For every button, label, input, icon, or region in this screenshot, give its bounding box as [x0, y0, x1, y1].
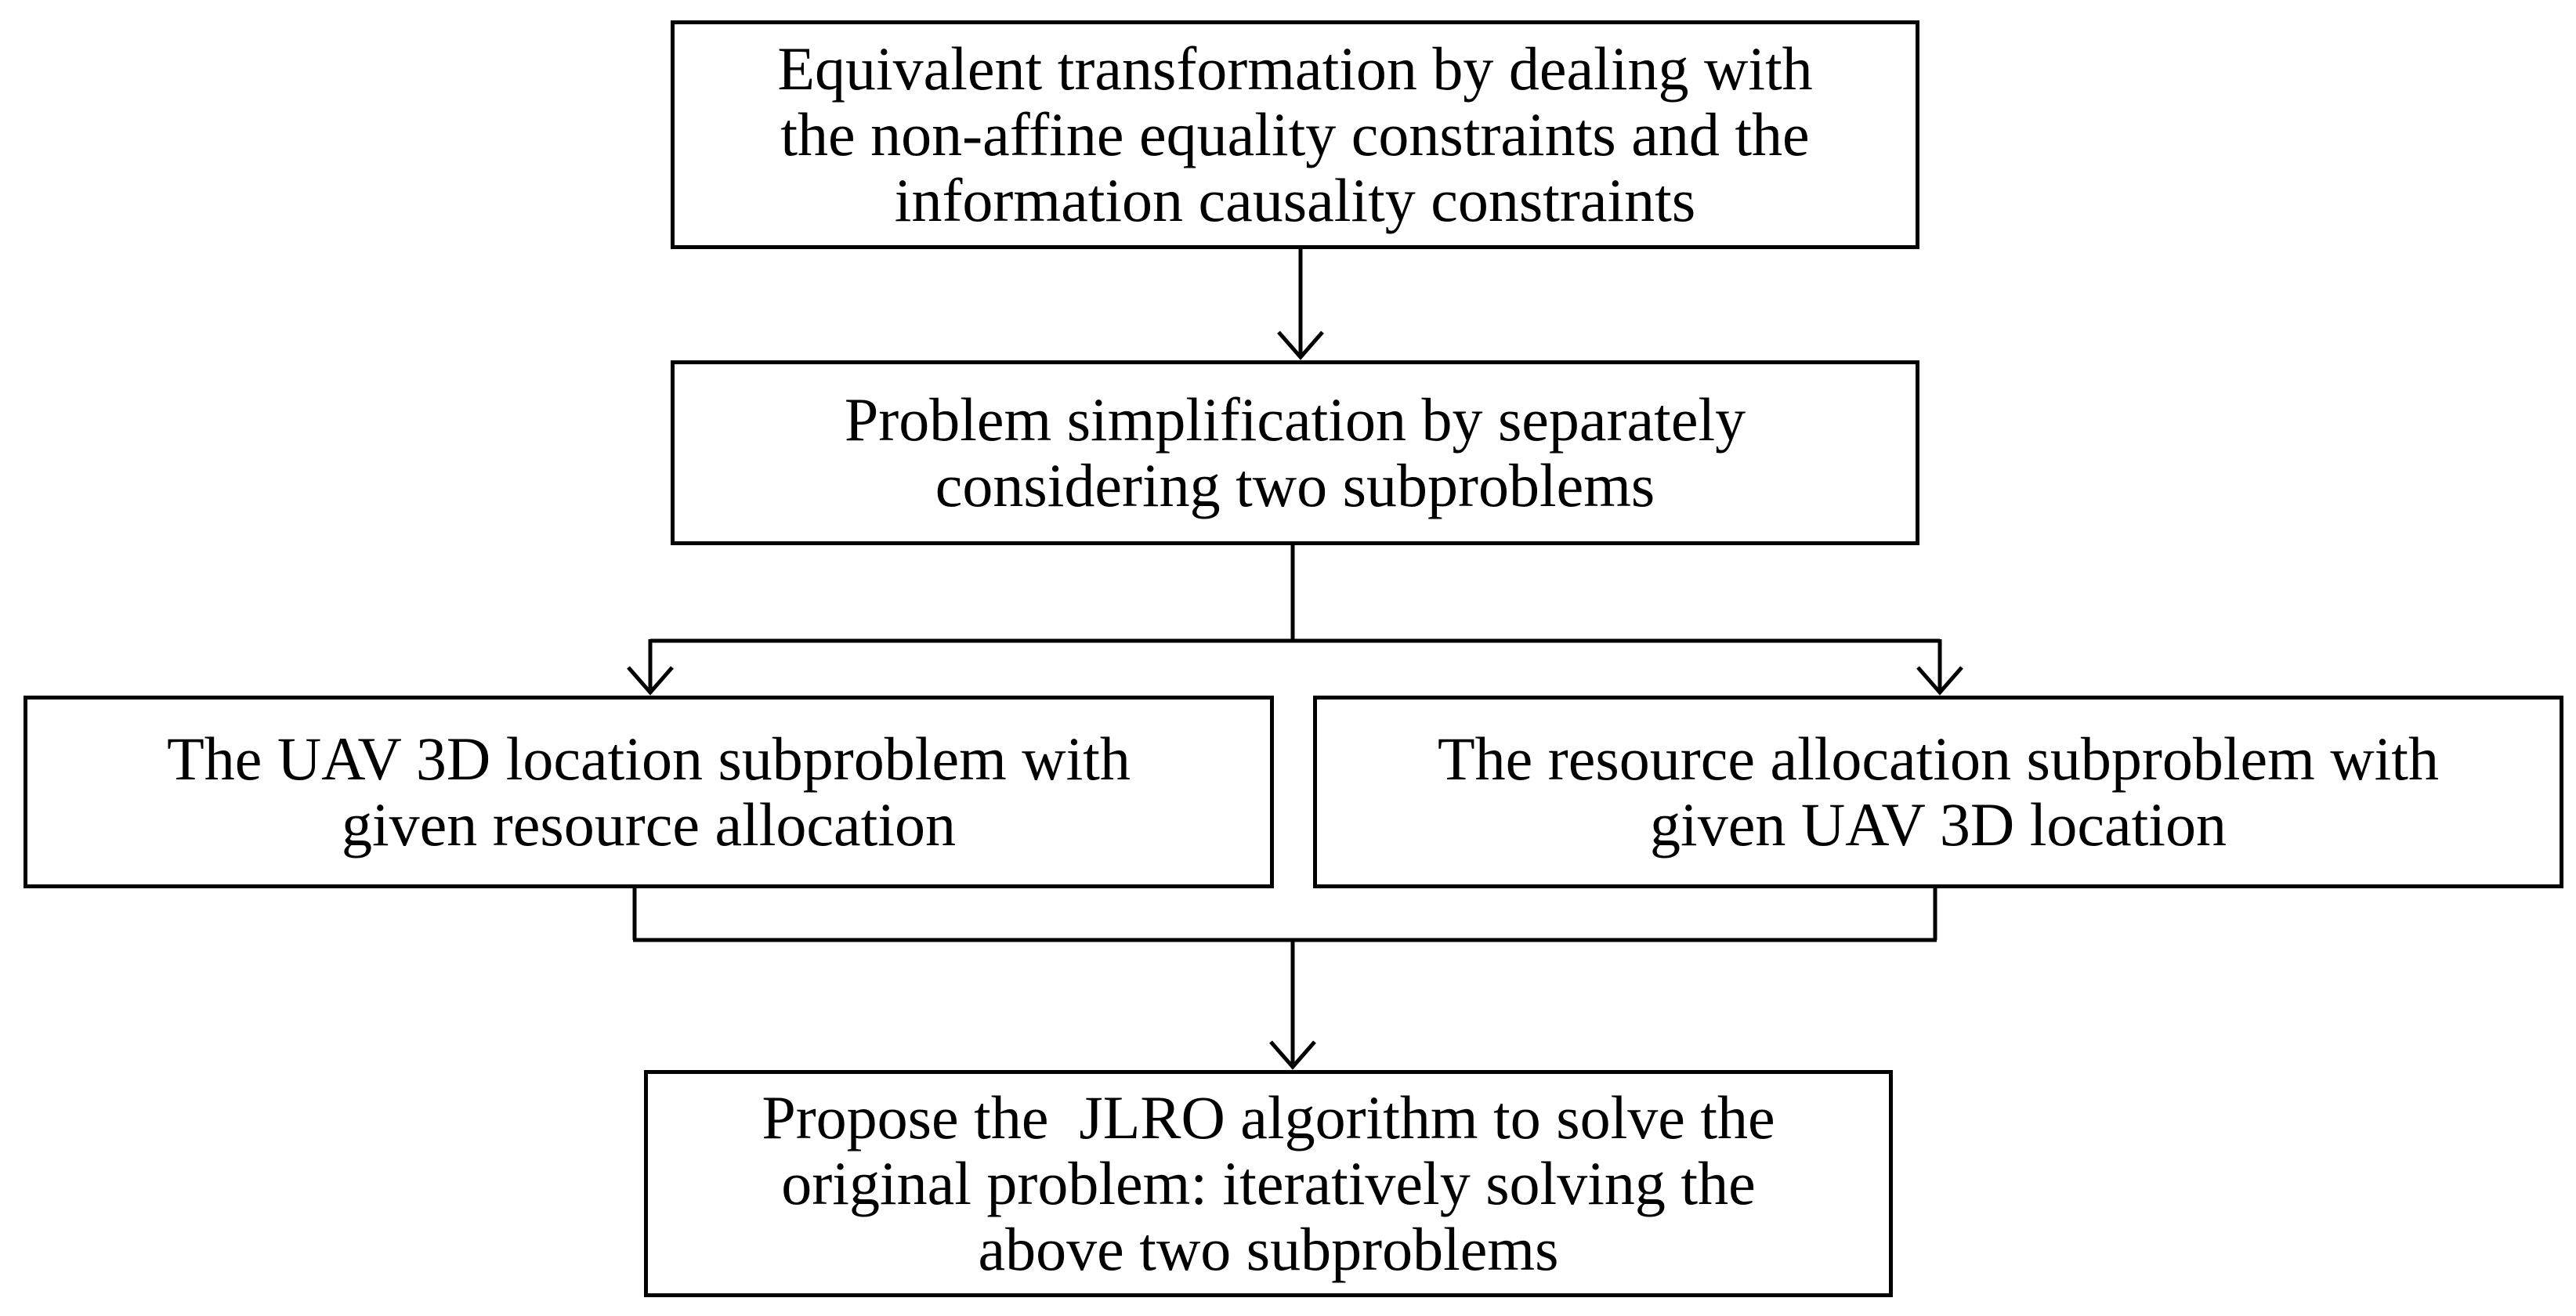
box-text-line: information causality constraints [894, 166, 1696, 234]
arrowhead-simplification-icon [1277, 331, 1324, 360]
box-text-line: Propose the JLRO algorithm to solve the [762, 1083, 1775, 1152]
arrowhead-resource-subproblem-icon [1916, 666, 1963, 696]
box-text-line: original problem: iteratively solving th… [781, 1149, 1756, 1217]
box-text-line: The UAV 3D location subproblem with [167, 725, 1131, 793]
box-jlro-algorithm: Propose the JLRO algorithm to solve the … [644, 1070, 1893, 1297]
box-resource-allocation-subproblem: The resource allocation subproblem with … [1313, 696, 2563, 888]
box-uav-location-subproblem: The UAV 3D location subproblem with give… [24, 696, 1274, 888]
box-text-line: Equivalent transformation by dealing wit… [777, 34, 1813, 103]
box-equivalent-transformation: Equivalent transformation by dealing wit… [671, 20, 1919, 249]
box-text-line: The resource allocation subproblem with [1438, 725, 2439, 793]
box-text-line: above two subproblems [978, 1215, 1559, 1283]
box-text-line: given UAV 3D location [1650, 790, 2227, 859]
box-text-line: Problem simplification by separately [844, 385, 1746, 454]
box-problem-simplification: Problem simplification by separately con… [671, 360, 1919, 545]
box-text-line: given resource allocation [342, 790, 956, 859]
box-text-line: considering two subproblems [935, 451, 1655, 519]
arrowhead-location-subproblem-icon [627, 666, 674, 696]
arrowhead-jlro-algorithm-icon [1269, 1040, 1316, 1070]
box-text-line: the non-affine equality constraints and … [780, 100, 1810, 168]
